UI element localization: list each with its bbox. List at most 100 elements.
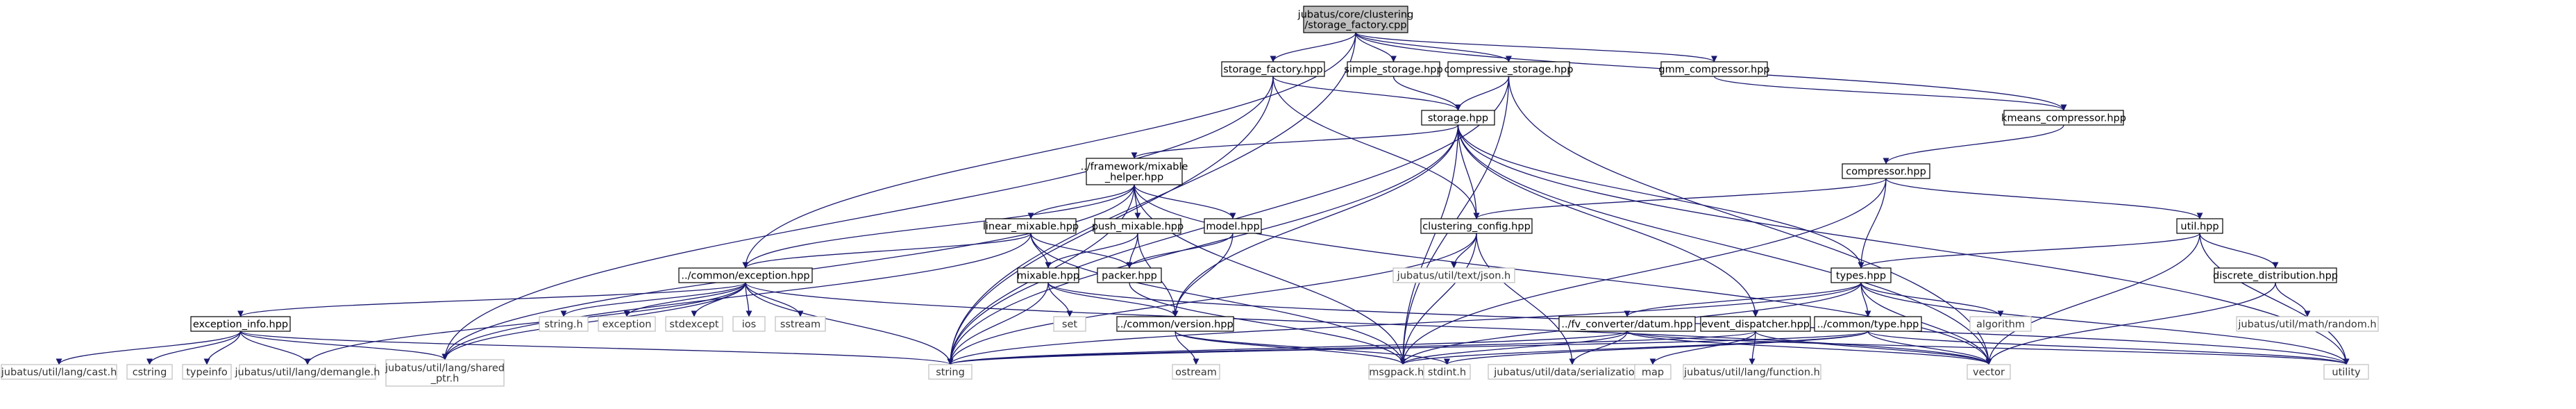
node-box — [1969, 316, 2032, 332]
node-msgpack-hpp: msgpack.hpp — [1368, 364, 1438, 380]
edge-comp-to-util — [1885, 178, 2203, 219]
node-common-type-hpp[interactable]: ../common/type.hpp — [1814, 316, 1922, 332]
node-box — [1558, 316, 1696, 332]
edge-exc-to-exception — [623, 282, 746, 317]
node-label: util.hpp — [2180, 222, 2219, 233]
edge-types-to-string — [947, 282, 1862, 365]
edge-root-to-sf — [1270, 32, 1356, 62]
node-jubatus-util-lang-function-h: jubatus/util/lang/function.h — [1683, 364, 1821, 380]
node-box — [1017, 267, 1079, 283]
node-label: stdexcept — [669, 319, 719, 331]
node-box — [1842, 163, 1930, 179]
edge-einfo-to-string — [239, 331, 954, 365]
edge-einfo-to-cast — [56, 331, 242, 365]
node-box — [1204, 218, 1262, 234]
node-box — [1660, 61, 1768, 77]
node-box — [1116, 316, 1234, 332]
node-label: typeinfo — [186, 367, 228, 378]
node-box — [678, 267, 813, 283]
node-label: ../common/version.hpp — [1117, 319, 1233, 331]
node-box — [1392, 267, 1515, 283]
edge-util-to-types — [1858, 233, 2200, 269]
edge-model-to-ver — [1172, 233, 1234, 317]
node-jubatus-util-lang-demangle-h: jubatus/util/lang/demangle.h — [235, 364, 380, 380]
node-box — [1097, 267, 1162, 283]
node-event-dispatcher-hpp[interactable]: event_dispatcher.hpp — [1700, 316, 1811, 332]
node-fv-converter-datum-hpp[interactable]: ../fv_converter/datum.hpp — [1558, 316, 1696, 332]
node-types-hpp[interactable]: types.hpp — [1830, 267, 1892, 283]
node-label: compressor.hpp — [1846, 167, 1926, 178]
node-label: ios — [742, 319, 756, 331]
node-kmeans-compressor-hpp[interactable]: kmeans_compressor.hpp — [2001, 110, 2126, 126]
node-gmm-compressor-hpp[interactable]: gmm_compressor.hpp — [1658, 61, 1770, 77]
edge-root-to-cs — [1355, 32, 1512, 62]
edge-packer-to-msgpack — [1129, 282, 1406, 365]
edge-mixable-to-set — [1047, 282, 1073, 317]
node-label: ../framework/mixable — [1081, 162, 1188, 173]
edge-exc-to-einfo — [237, 282, 746, 317]
edge-ctype-to-utility — [1867, 331, 2350, 365]
node-simple-storage-hpp[interactable]: simple_storage.hpp — [1344, 61, 1443, 77]
edge-root-to-ss — [1355, 32, 1397, 62]
edge-mh-to-msgpack — [1134, 184, 1406, 365]
node-common-exception-hpp[interactable]: ../common/exception.hpp — [678, 267, 813, 283]
node-util-hpp[interactable]: util.hpp — [2176, 218, 2223, 234]
node-exception-info-hpp[interactable]: exception_info.hpp — [190, 316, 291, 332]
node-label: ../common/type.hpp — [1817, 319, 1919, 331]
node-label: jubatus/util/lang/cast.h — [1, 367, 117, 378]
node-common-version-hpp[interactable]: ../common/version.hpp — [1116, 316, 1234, 332]
node-jubatus-util-data-serialization-h: jubatus/util/data/serialization.h — [1488, 364, 1657, 380]
node-storage-factory-hpp[interactable]: storage_factory.hpp — [1221, 61, 1325, 77]
node-label: ../fv_converter/datum.hpp — [1561, 319, 1692, 331]
node-box — [2236, 316, 2379, 332]
node-compressive-storage-hpp[interactable]: compressive_storage.hpp — [1445, 61, 1574, 77]
node-box — [985, 218, 1077, 234]
node-clustering-config-hpp[interactable]: clustering_config.hpp — [1420, 218, 1533, 234]
node-label: push_mixable.hpp — [1092, 222, 1184, 233]
node-compressor-hpp[interactable]: compressor.hpp — [1842, 163, 1930, 179]
node-discrete-distribution-hpp[interactable]: discrete_distribution.hpp — [2213, 267, 2338, 283]
node-algorithm: algorithm — [1969, 316, 2032, 332]
node-cstring: cstring — [126, 364, 173, 380]
node-mixable-hpp[interactable]: mixable.hpp — [1017, 267, 1079, 283]
node-model-hpp[interactable]: model.hpp — [1204, 218, 1262, 234]
node-label: ostream — [1175, 367, 1217, 378]
edge-lm-to-exc — [742, 233, 1032, 269]
node-box — [239, 364, 376, 380]
edge-sf-to-cc — [1272, 76, 1480, 219]
node-storage-hpp[interactable]: storage.hpp — [1421, 110, 1495, 126]
edge-cc-to-string — [947, 233, 1477, 365]
node-label: algorithm — [1976, 319, 2025, 331]
edge-ctype-to-vector — [1867, 331, 1992, 365]
node-label: sstream — [780, 319, 820, 331]
edge-cc-to-msgpack — [1399, 233, 1477, 365]
node-label: string.h — [544, 319, 582, 331]
edge-exc-to-string — [745, 282, 954, 365]
edge-ss-to-st — [1392, 76, 1461, 111]
edge-sf-to-st — [1272, 76, 1461, 111]
node-jubatus-util-lang-shared-ptr-h: jubatus/util/lang/shared_ptr.h — [385, 359, 505, 387]
node-framework-mixable-helper-hpp[interactable]: ../framework/mixable_helper.hpp — [1081, 158, 1188, 185]
node-label: exception — [603, 319, 652, 331]
node-box — [1172, 364, 1220, 380]
edge-cc-to-serial — [1476, 233, 1576, 365]
node-box — [2214, 267, 2337, 283]
node-label: discrete_distribution.hpp — [2213, 271, 2338, 282]
node-label: compressive_storage.hpp — [1445, 65, 1574, 76]
node-packer-hpp[interactable]: packer.hpp — [1097, 267, 1162, 283]
edge-mixable-to-string — [947, 282, 1049, 365]
node-string-h: string.h — [539, 316, 589, 332]
node-box — [1683, 364, 1821, 380]
edge-lm-to-msgpack — [1030, 233, 1406, 365]
node-label: types.hpp — [1836, 271, 1886, 282]
node-linear-mixable-hpp[interactable]: linear_mixable.hpp — [983, 218, 1079, 234]
node-label: model.hpp — [1206, 222, 1259, 233]
node-string: string — [928, 364, 973, 380]
node-push-mixable-hpp[interactable]: push_mixable.hpp — [1092, 218, 1184, 234]
node-box — [732, 316, 766, 332]
edge-fvc-to-serial — [1569, 331, 1628, 365]
edge-mixable-to-ver — [1047, 282, 1179, 317]
node-box — [1221, 61, 1325, 77]
node-box — [126, 364, 173, 380]
edge-km-to-comp — [1883, 124, 2064, 165]
